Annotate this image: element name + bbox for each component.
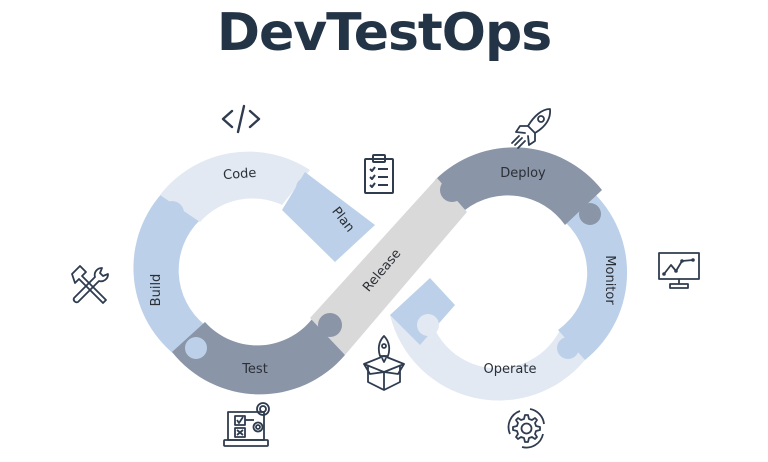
puzzle-knob: [417, 314, 439, 336]
label-deploy: Deploy: [500, 166, 546, 181]
segment-monitor: [558, 185, 628, 360]
clipboard-checklist-icon: [364, 154, 394, 194]
puzzle-knob: [318, 313, 342, 337]
segment-deploy: [435, 147, 602, 225]
hammer-wrench-icon: [71, 265, 109, 304]
label-code: Code: [223, 166, 257, 183]
page-title: DevTestOps: [216, 3, 552, 63]
label-build: Build: [149, 274, 164, 307]
label-operate: Operate: [484, 362, 537, 377]
label-test: Test: [241, 362, 268, 377]
segment-operate: [390, 280, 585, 401]
puzzle-knob: [579, 203, 601, 225]
laptop-test-gears-icon: [223, 402, 270, 447]
rocket-icon: [511, 108, 551, 149]
segment-code: [160, 151, 310, 222]
puzzle-knob: [557, 337, 579, 359]
puzzle-knob: [185, 337, 207, 359]
segment-test: [172, 315, 345, 395]
box-rocket-icon: [363, 335, 405, 391]
puzzle-knob: [296, 177, 318, 199]
monitor-chart-icon: [658, 252, 700, 289]
code-brackets-icon: [221, 104, 261, 134]
puzzle-knob: [160, 201, 184, 225]
segment-release: [310, 178, 467, 355]
puzzle-knob: [440, 178, 464, 202]
gear-cycle-icon: [507, 408, 545, 449]
segment-build: [133, 190, 205, 355]
segment-operate-entry: [390, 278, 455, 345]
label-monitor: Monitor: [602, 255, 617, 305]
